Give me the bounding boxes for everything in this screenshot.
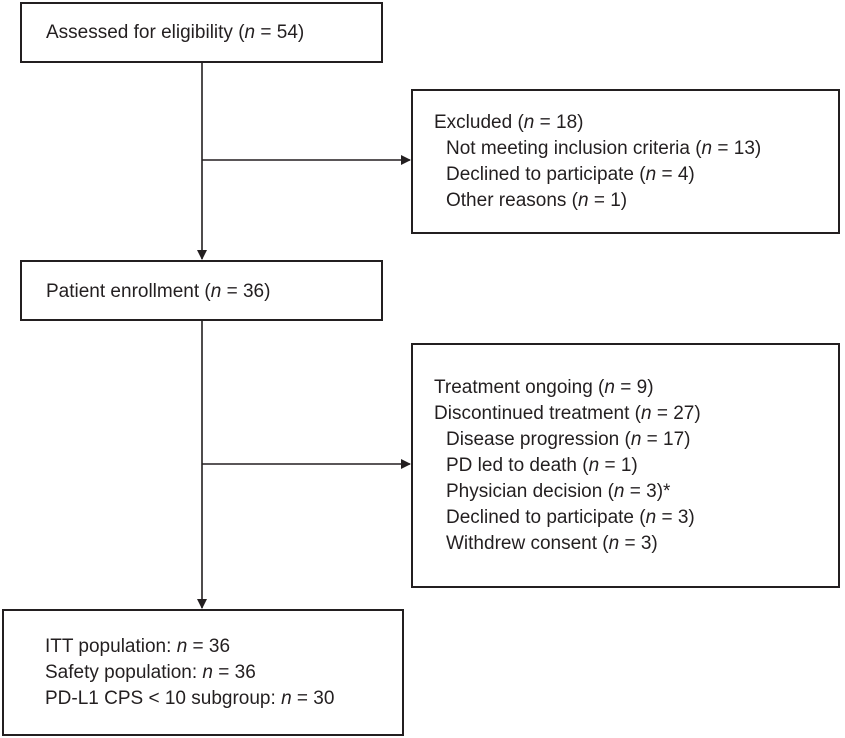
safety-population: Safety population: n = 36 [45, 662, 256, 683]
discontinued-disease-progression: Disease progression (n = 17) [446, 429, 691, 450]
discontinued-withdrew-consent: Withdrew consent (n = 3) [446, 533, 658, 554]
itt-population: ITT population: n = 36 [45, 636, 231, 657]
treatment-ongoing: Treatment ongoing (n = 9) [434, 377, 654, 398]
assessed-box: Assessed for eligibility (n = 54) [20, 2, 383, 63]
excluded-title: Excluded (n = 18) [434, 112, 584, 133]
population-box: ITT population: n = 36 Safety population… [2, 609, 404, 736]
excluded-item-declined: Declined to participate (n = 4) [446, 164, 695, 185]
assessed-label: Assessed for eligibility (n = 54) [46, 22, 305, 43]
treatment-box: Treatment ongoing (n = 9) Discontinued t… [411, 343, 840, 588]
discontinued-declined: Declined to participate (n = 3) [446, 507, 695, 528]
discontinued-physician-decision: Physician decision (n = 3)* [446, 481, 671, 502]
discontinued-pd-death: PD led to death (n = 1) [446, 455, 638, 476]
treatment-discontinued: Discontinued treatment (n = 27) [434, 403, 701, 424]
excluded-item-other: Other reasons (n = 1) [446, 190, 628, 211]
excluded-item-criteria: Not meeting inclusion criteria (n = 13) [446, 138, 762, 159]
enrollment-box: Patient enrollment (n = 36) [20, 260, 383, 321]
enrollment-label: Patient enrollment (n = 36) [46, 281, 271, 302]
excluded-box: Excluded (n = 18) Not meeting inclusion … [411, 89, 840, 234]
pdl1-subgroup: PD-L1 CPS < 10 subgroup: n = 30 [45, 688, 335, 709]
